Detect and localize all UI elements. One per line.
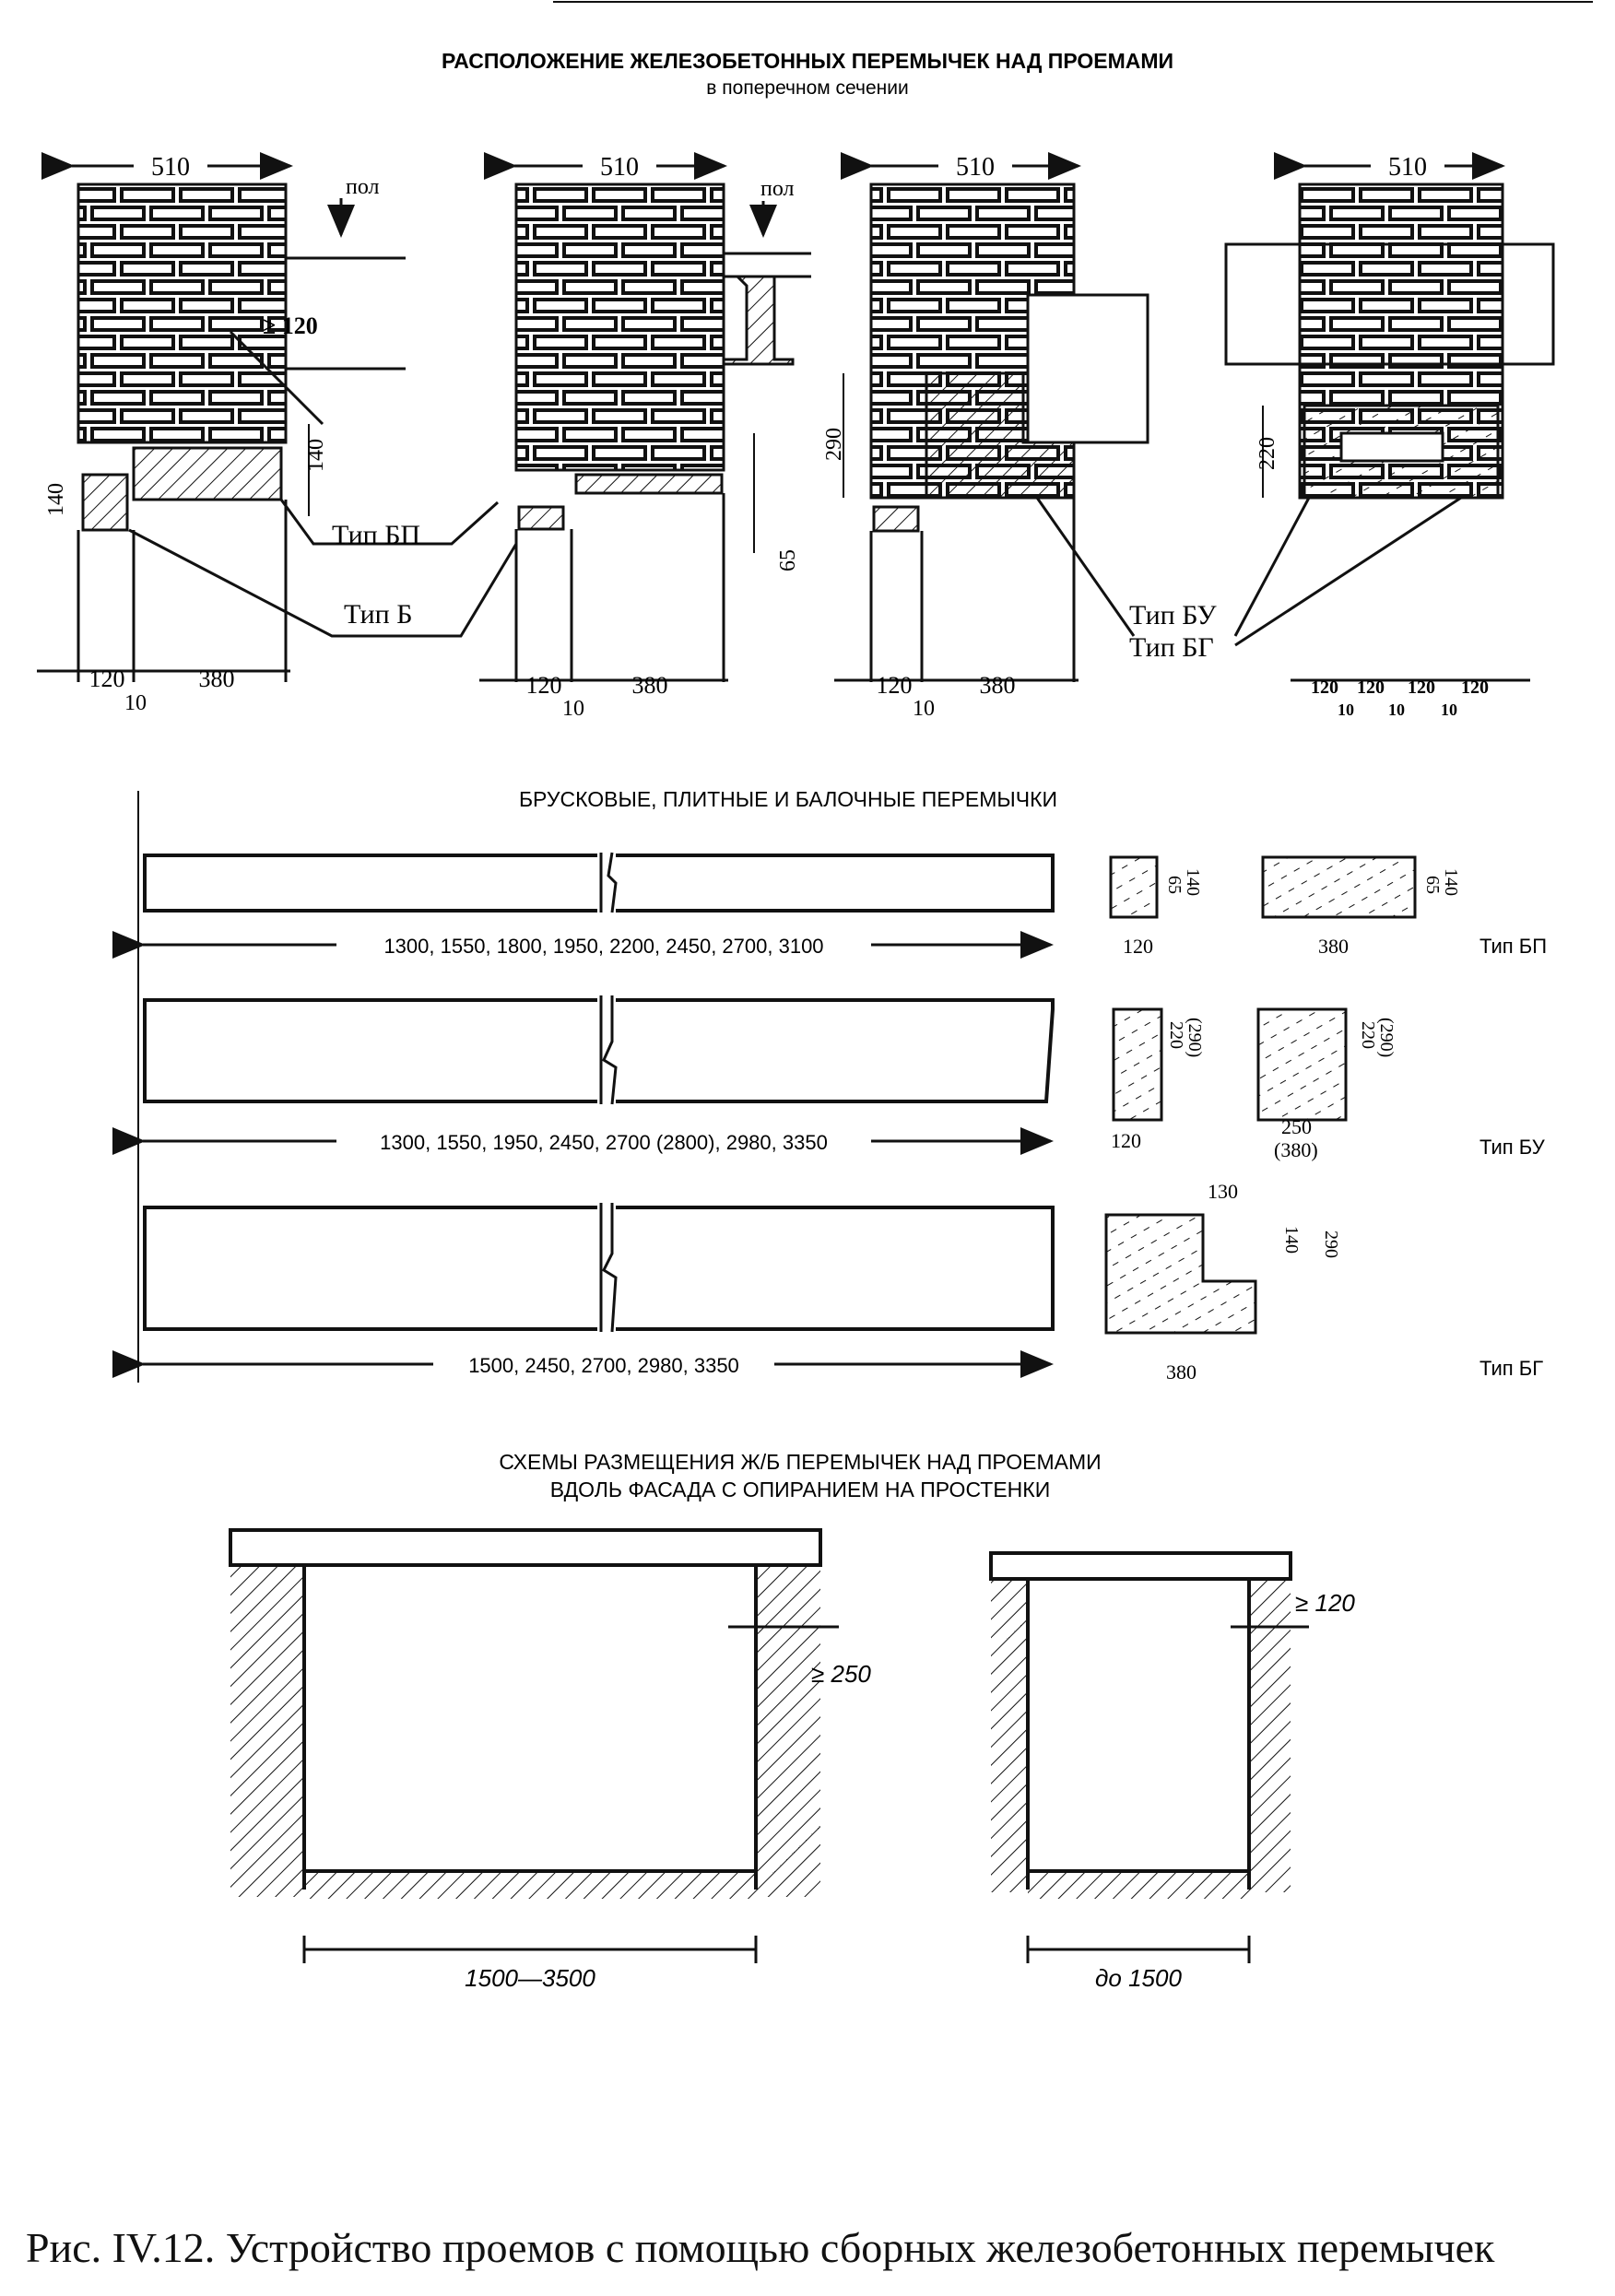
panel2-dim-10: 10 — [562, 697, 584, 721]
row1-w2: 380 — [1318, 935, 1349, 958]
section1-title: РАСПОЛОЖЕНИЕ ЖЕЛЕЗОБЕТОННЫХ ПЕРЕМЫЧЕК НА… — [442, 49, 1173, 73]
label-type-bg: Тип БГ — [1129, 632, 1214, 663]
panel1-dim-120: 120 — [89, 665, 125, 692]
row3-d1: 130 — [1208, 1180, 1238, 1203]
lintel-b-2 — [517, 505, 565, 531]
scheme-left-support: ≥ 250 — [811, 1660, 871, 1688]
scheme-left-lintel — [229, 1528, 822, 1567]
label-type-b: Тип Б — [344, 599, 412, 630]
panel-3-section: 510 290 120 380 10 — [822, 152, 1149, 721]
row1-d1: 65 — [1164, 876, 1185, 894]
panel4-dim-120c: 120 — [1408, 677, 1435, 698]
panel3-dim-10: 10 — [913, 697, 935, 721]
panel4-dim-120a: 120 — [1311, 677, 1338, 698]
panel2-dim-380: 380 — [632, 672, 668, 699]
panel3-dim-290: 290 — [822, 428, 846, 461]
lintel-bu — [925, 371, 1076, 500]
lintel-bp-1 — [132, 446, 283, 501]
panel1-floor-label: пол — [346, 175, 380, 199]
panel4-dim-120b: 120 — [1357, 677, 1385, 698]
section2-title: БРУСКОВЫЕ, ПЛИТНЫЕ И БАЛОЧНЫЕ ПЕРЕМЫЧКИ — [519, 787, 1057, 811]
row1-d2: 140 — [1183, 868, 1203, 896]
panel1-dim-380: 380 — [199, 665, 235, 692]
row1-w1: 120 — [1123, 935, 1153, 958]
row2-type: Тип БУ — [1479, 1136, 1546, 1159]
row2-w2b: (380) — [1274, 1138, 1318, 1161]
scheme-right-span: до 1500 — [1095, 1964, 1182, 1992]
row1-type: Тип БП — [1479, 935, 1547, 958]
figure-caption: Рис. IV.12. Устройство проемов с помощью… — [26, 2224, 1495, 2271]
lintel-b-3 — [872, 505, 920, 533]
label-type-bp: Тип БП — [332, 520, 420, 550]
panel4-dim-220: 220 — [1255, 437, 1279, 470]
row2-d2: (290) — [1185, 1018, 1205, 1057]
panel1-width: 510 — [151, 153, 190, 182]
panel4-dim-10c: 10 — [1441, 701, 1457, 719]
panel3-width: 510 — [956, 153, 995, 182]
section3-title-line1: СХЕМЫ РАЗМЕЩЕНИЯ Ж/Б ПЕРЕМЫЧЕК НАД ПРОЕМ… — [499, 1450, 1101, 1474]
panel4-dim-120d: 120 — [1461, 677, 1489, 698]
lintel-bp-2 — [574, 473, 724, 495]
panel4-width: 510 — [1388, 153, 1427, 182]
row1-d2b: 140 — [1441, 868, 1461, 896]
panel1-dim-140: 140 — [304, 439, 328, 472]
scheme-right-support: ≥ 120 — [1295, 1589, 1355, 1617]
beam-row-bp: 1300, 1550, 1800, 1950, 2200, 2450, 2700… — [112, 848, 1547, 959]
scheme-narrow-opening: до 1500 ≥ 120 — [989, 1551, 1355, 1992]
scheme-wide-opening: 1500—3500 ≥ 250 — [229, 1528, 871, 1992]
section1-subtitle: в поперечном сечении — [706, 77, 908, 99]
panel2-dim-65: 65 — [776, 549, 800, 571]
panel3-dim-380: 380 — [980, 672, 1016, 699]
panel4-dim-10b: 10 — [1388, 701, 1405, 719]
label-type-bu: Тип БУ — [1129, 600, 1217, 630]
panel3-dim-120: 120 — [877, 672, 913, 699]
panel2-floor-label: пол — [760, 177, 795, 201]
row3-d2: 140 — [1281, 1226, 1302, 1254]
lintel-b-1 — [81, 473, 129, 532]
row2-lengths: 1300, 1550, 1950, 2450, 2700 (2800), 298… — [380, 1131, 828, 1154]
panel1-dim-140b: 140 — [44, 483, 68, 516]
section3-title-line2: ВДОЛЬ ФАСАДА С ОПИРАНИЕМ НА ПРОСТЕНКИ — [550, 1478, 1050, 1501]
beam-row-bu: 1300, 1550, 1950, 2450, 2700 (2800), 298… — [112, 991, 1546, 1161]
row1-d1b: 65 — [1422, 876, 1443, 894]
scheme-right-lintel — [989, 1551, 1292, 1581]
row1-lengths: 1300, 1550, 1800, 1950, 2200, 2450, 2700… — [383, 935, 823, 958]
panel4-dim-10a: 10 — [1338, 701, 1354, 719]
row2-d1b: 220 — [1358, 1021, 1378, 1049]
panel2-width: 510 — [600, 153, 639, 182]
row3-lengths: 1500, 2450, 2700, 2980, 3350 — [468, 1354, 739, 1377]
panel1-dim-ge120: ≥ 120 — [263, 312, 318, 339]
scheme-left-span: 1500—3500 — [465, 1964, 595, 1992]
row2-w2: 250 — [1281, 1115, 1312, 1138]
panel-1-section: 510 пол ≥ 120 140 140 120 380 10 — [37, 152, 406, 715]
row2-w1: 120 — [1111, 1129, 1141, 1152]
panel1-dim-10: 10 — [124, 691, 147, 715]
row3-d3: 290 — [1321, 1230, 1341, 1258]
panel-2-section: 510 пол 65 120 380 10 — [479, 152, 811, 721]
row3-type: Тип БГ — [1479, 1357, 1543, 1380]
row2-d1: 220 — [1166, 1021, 1186, 1049]
row2-d2b: (290) — [1376, 1018, 1397, 1057]
beam-row-bg: 1500, 2450, 2700, 2980, 3350 130 140 290… — [112, 1180, 1543, 1383]
row3-w1: 380 — [1166, 1360, 1197, 1383]
panel2-dim-120: 120 — [526, 672, 562, 699]
panel-4-section: 510 220 120 120 120 120 10 10 10 — [1224, 152, 1555, 719]
